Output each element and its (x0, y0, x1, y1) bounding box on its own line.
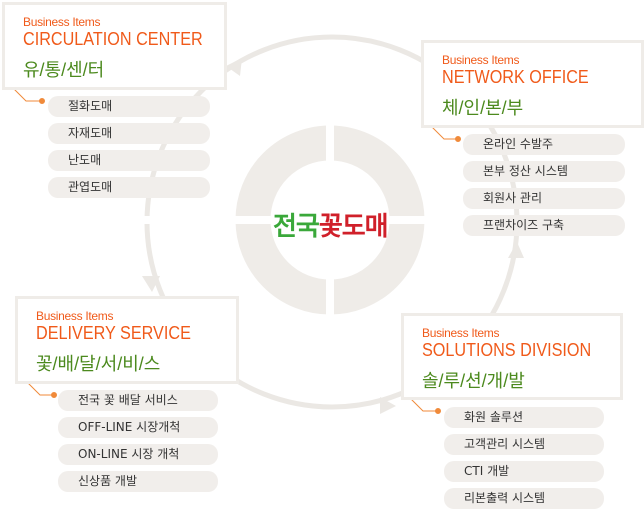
list-item: CTI 개발 (444, 461, 604, 482)
list-item: 고객관리 시스템 (444, 434, 604, 455)
leader-lines (13, 88, 461, 414)
section-title: DELIVERY SERVICE (36, 323, 191, 343)
list-item: 자재도매 (48, 123, 210, 144)
logo: 전국꽃도매 (273, 206, 389, 243)
section-korean-title: 유/통/센/터 (23, 60, 105, 80)
list-item: 전국 꽃 배달 서비스 (58, 390, 218, 411)
arrow-icon (226, 58, 242, 76)
list-item: 절화도매 (48, 96, 210, 117)
logo-red-text: 꽃도매 (318, 212, 389, 242)
list-item: 관엽도매 (48, 177, 210, 198)
circulation-center-box: Business Items CIRCULATION CENTER 유/통/센/… (2, 2, 227, 90)
arrow-icon (380, 397, 396, 414)
kicker: Business Items (422, 326, 500, 340)
list-item: 본부 정산 시스템 (463, 161, 625, 182)
kicker: Business Items (23, 15, 101, 29)
network-office-box: Business Items NETWORK OFFICE 체/인/본/부 (421, 40, 644, 128)
solutions-division-box: Business Items SOLUTIONS DIVISION 솔/루/션/… (401, 313, 623, 400)
arrow-icon (142, 276, 160, 292)
section-title: CIRCULATION CENTER (23, 29, 203, 49)
list-item: 리본출력 시스템 (444, 488, 604, 509)
list-item: OFF-LINE 시장개척 (58, 417, 218, 438)
section-korean-title: 솔/루/션/개/발 (422, 371, 525, 391)
section-title: SOLUTIONS DIVISION (422, 340, 592, 360)
kicker: Business Items (442, 53, 520, 67)
list-item: 온라인 수발주 (463, 134, 625, 155)
section-title: NETWORK OFFICE (442, 67, 589, 87)
center-ring (0, 100, 644, 340)
list-item: 화원 솔루션 (444, 407, 604, 428)
arrow-icon (508, 242, 524, 258)
list-item: 프랜차이즈 구축 (463, 215, 625, 236)
list-item: 신상품 개발 (58, 471, 218, 492)
kicker: Business Items (36, 309, 114, 323)
list-item: 회원사 관리 (463, 188, 625, 209)
section-korean-title: 꽃/배/달/서/비/스 (36, 354, 161, 374)
list-item: 난도매 (48, 150, 210, 171)
logo-green-text: 전국 (273, 212, 320, 242)
list-item: ON-LINE 시장 개척 (58, 444, 218, 465)
delivery-service-box: Business Items DELIVERY SERVICE 꽃/배/달/서/… (15, 296, 239, 384)
section-korean-title: 체/인/본/부 (442, 98, 524, 118)
